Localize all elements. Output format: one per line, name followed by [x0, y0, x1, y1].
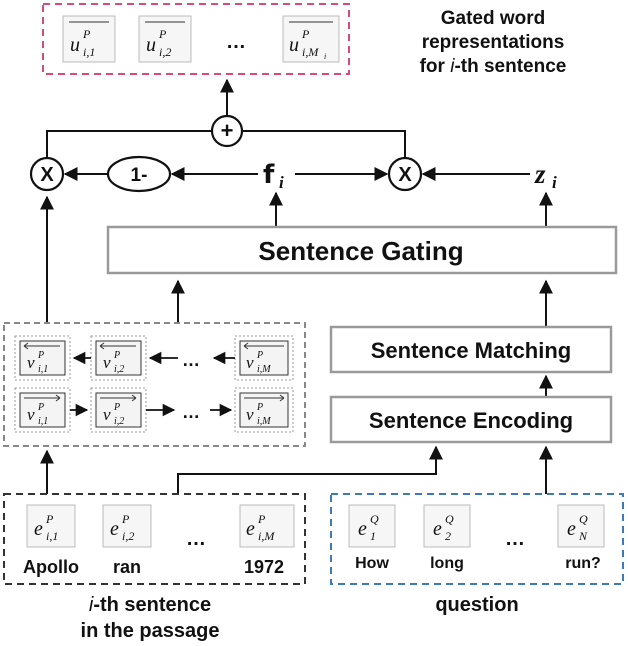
z-sub: i — [552, 173, 557, 192]
embed-sup: P — [257, 512, 266, 526]
vector-sup: P — [82, 27, 91, 41]
z-label: z — [534, 159, 546, 189]
bilstm-backward-ellipsis: … — [182, 350, 200, 370]
one-minus-label: 1- — [131, 165, 148, 186]
cell-sub: i,2 — [114, 364, 124, 375]
cell-base: v — [103, 353, 111, 372]
bilstm-backward-cell-2: v P i,2 — [90, 335, 147, 381]
embed-sub: i,1 — [46, 529, 58, 543]
vector-base: u — [70, 34, 80, 56]
cell-sup: P — [37, 402, 44, 413]
question-word-1: e Q 1 How — [348, 504, 396, 572]
embed-sup: Q — [370, 512, 379, 526]
title-line-3: for i-th sentence — [420, 56, 567, 77]
embed-sub: N — [578, 529, 588, 543]
vector-base: u — [289, 34, 299, 56]
cell-sup: P — [256, 402, 263, 413]
cell-sub: i,1 — [38, 364, 48, 375]
embed-sup: Q — [445, 512, 454, 526]
vector-sup: P — [301, 27, 310, 41]
sentence-gating-label: Sentence Gating — [258, 236, 463, 266]
embed-sup: Q — [579, 512, 588, 526]
bilstm-backward-cell-3: v P i,M — [234, 335, 294, 381]
passage-caption-line-2: in the passage — [81, 620, 220, 642]
bilstm-forward-cell-3: v P i,M — [234, 387, 294, 433]
embed-sub: 1 — [370, 529, 376, 543]
cell-sup: P — [256, 350, 263, 361]
bilstm-forward-cell-1: v P i,1 — [14, 387, 71, 433]
cell-sup: P — [113, 402, 120, 413]
embed-sub: i,2 — [122, 529, 134, 543]
cell-sup: P — [113, 350, 120, 361]
passage-ellipsis: … — [186, 528, 206, 550]
cell-sub: i,2 — [114, 416, 124, 427]
embed-sub: i,M — [258, 529, 275, 543]
sentence-matching-label: Sentence Matching — [371, 338, 571, 363]
vector-sub: i,2 — [159, 45, 171, 59]
f-sub: i — [279, 173, 284, 192]
sentence-gating-box — [106, 225, 618, 275]
vector-sub: i,M — [302, 45, 319, 59]
bilstm-backward-cell-1: v P i,1 — [14, 335, 71, 381]
question-word-label: long — [430, 555, 464, 572]
embed-base: e — [358, 518, 367, 540]
cell-base: v — [246, 353, 254, 372]
passage-word-2: e P i,2 ran — [102, 504, 152, 577]
embed-base: e — [34, 518, 43, 540]
embed-base: e — [567, 518, 576, 540]
cell-sub: i,M — [257, 416, 271, 427]
sentence-matching-box — [329, 325, 613, 374]
times-right-symbol: X — [398, 164, 412, 186]
top-vector-3: u P i,M i — [282, 15, 340, 63]
cell-base: v — [27, 405, 35, 424]
vector-base: u — [146, 34, 156, 56]
times-right-node — [387, 156, 423, 192]
embed-sup: P — [121, 512, 130, 526]
passage-word-label: ran — [113, 557, 141, 577]
times-left-symbol: X — [40, 164, 54, 186]
cell-base: v — [246, 405, 254, 424]
cell-base: v — [27, 353, 35, 372]
gated-output-group — [42, 3, 350, 75]
embed-sup: P — [45, 512, 54, 526]
passage-word-label: 1972 — [244, 557, 284, 577]
bilstm-forward-ellipsis: … — [182, 402, 200, 422]
embed-base: e — [246, 518, 255, 540]
embed-base: e — [110, 518, 119, 540]
passage-word-1: e P i,1 Apollo — [23, 504, 79, 577]
embed-base: e — [433, 518, 442, 540]
embed-sub: 2 — [445, 529, 451, 543]
question-caption: question — [435, 594, 518, 616]
cell-base: v — [103, 405, 111, 424]
title-line-2: representations — [422, 32, 565, 53]
sentence-encoding-box — [329, 395, 613, 444]
question-group — [330, 493, 624, 585]
passage-word-3: e P i,M 1972 — [239, 504, 295, 577]
cell-sub: i,M — [257, 364, 271, 375]
plus-symbol: + — [221, 118, 234, 143]
passage-caption-line-1: i-th sentence — [89, 594, 211, 616]
times-left-node — [29, 156, 65, 192]
question-word-3: e Q N run? — [557, 504, 605, 572]
cell-sub: i,1 — [38, 416, 48, 427]
bilstm-group — [3, 322, 306, 447]
question-word-2: e Q 2 long — [423, 504, 471, 572]
top-vector-1: u P i,1 — [62, 15, 116, 63]
question-ellipsis: … — [505, 528, 525, 550]
title-line-1: Gated word — [441, 8, 546, 29]
vector-sub: i,1 — [83, 45, 95, 59]
cell-sup: P — [37, 350, 44, 361]
sentence-encoding-label: Sentence Encoding — [369, 408, 573, 433]
vector-sub-i: i — [324, 52, 326, 61]
question-word-label: How — [355, 555, 389, 572]
passage-group — [3, 493, 306, 585]
vector-sup: P — [158, 27, 167, 41]
bilstm-forward-cell-2: v P i,2 — [90, 387, 147, 433]
f-label: f — [263, 160, 275, 190]
question-word-label: run? — [565, 555, 601, 572]
top-ellipsis: … — [226, 31, 246, 53]
passage-word-label: Apollo — [23, 557, 79, 577]
top-vector-2: u P i,2 — [138, 15, 192, 63]
